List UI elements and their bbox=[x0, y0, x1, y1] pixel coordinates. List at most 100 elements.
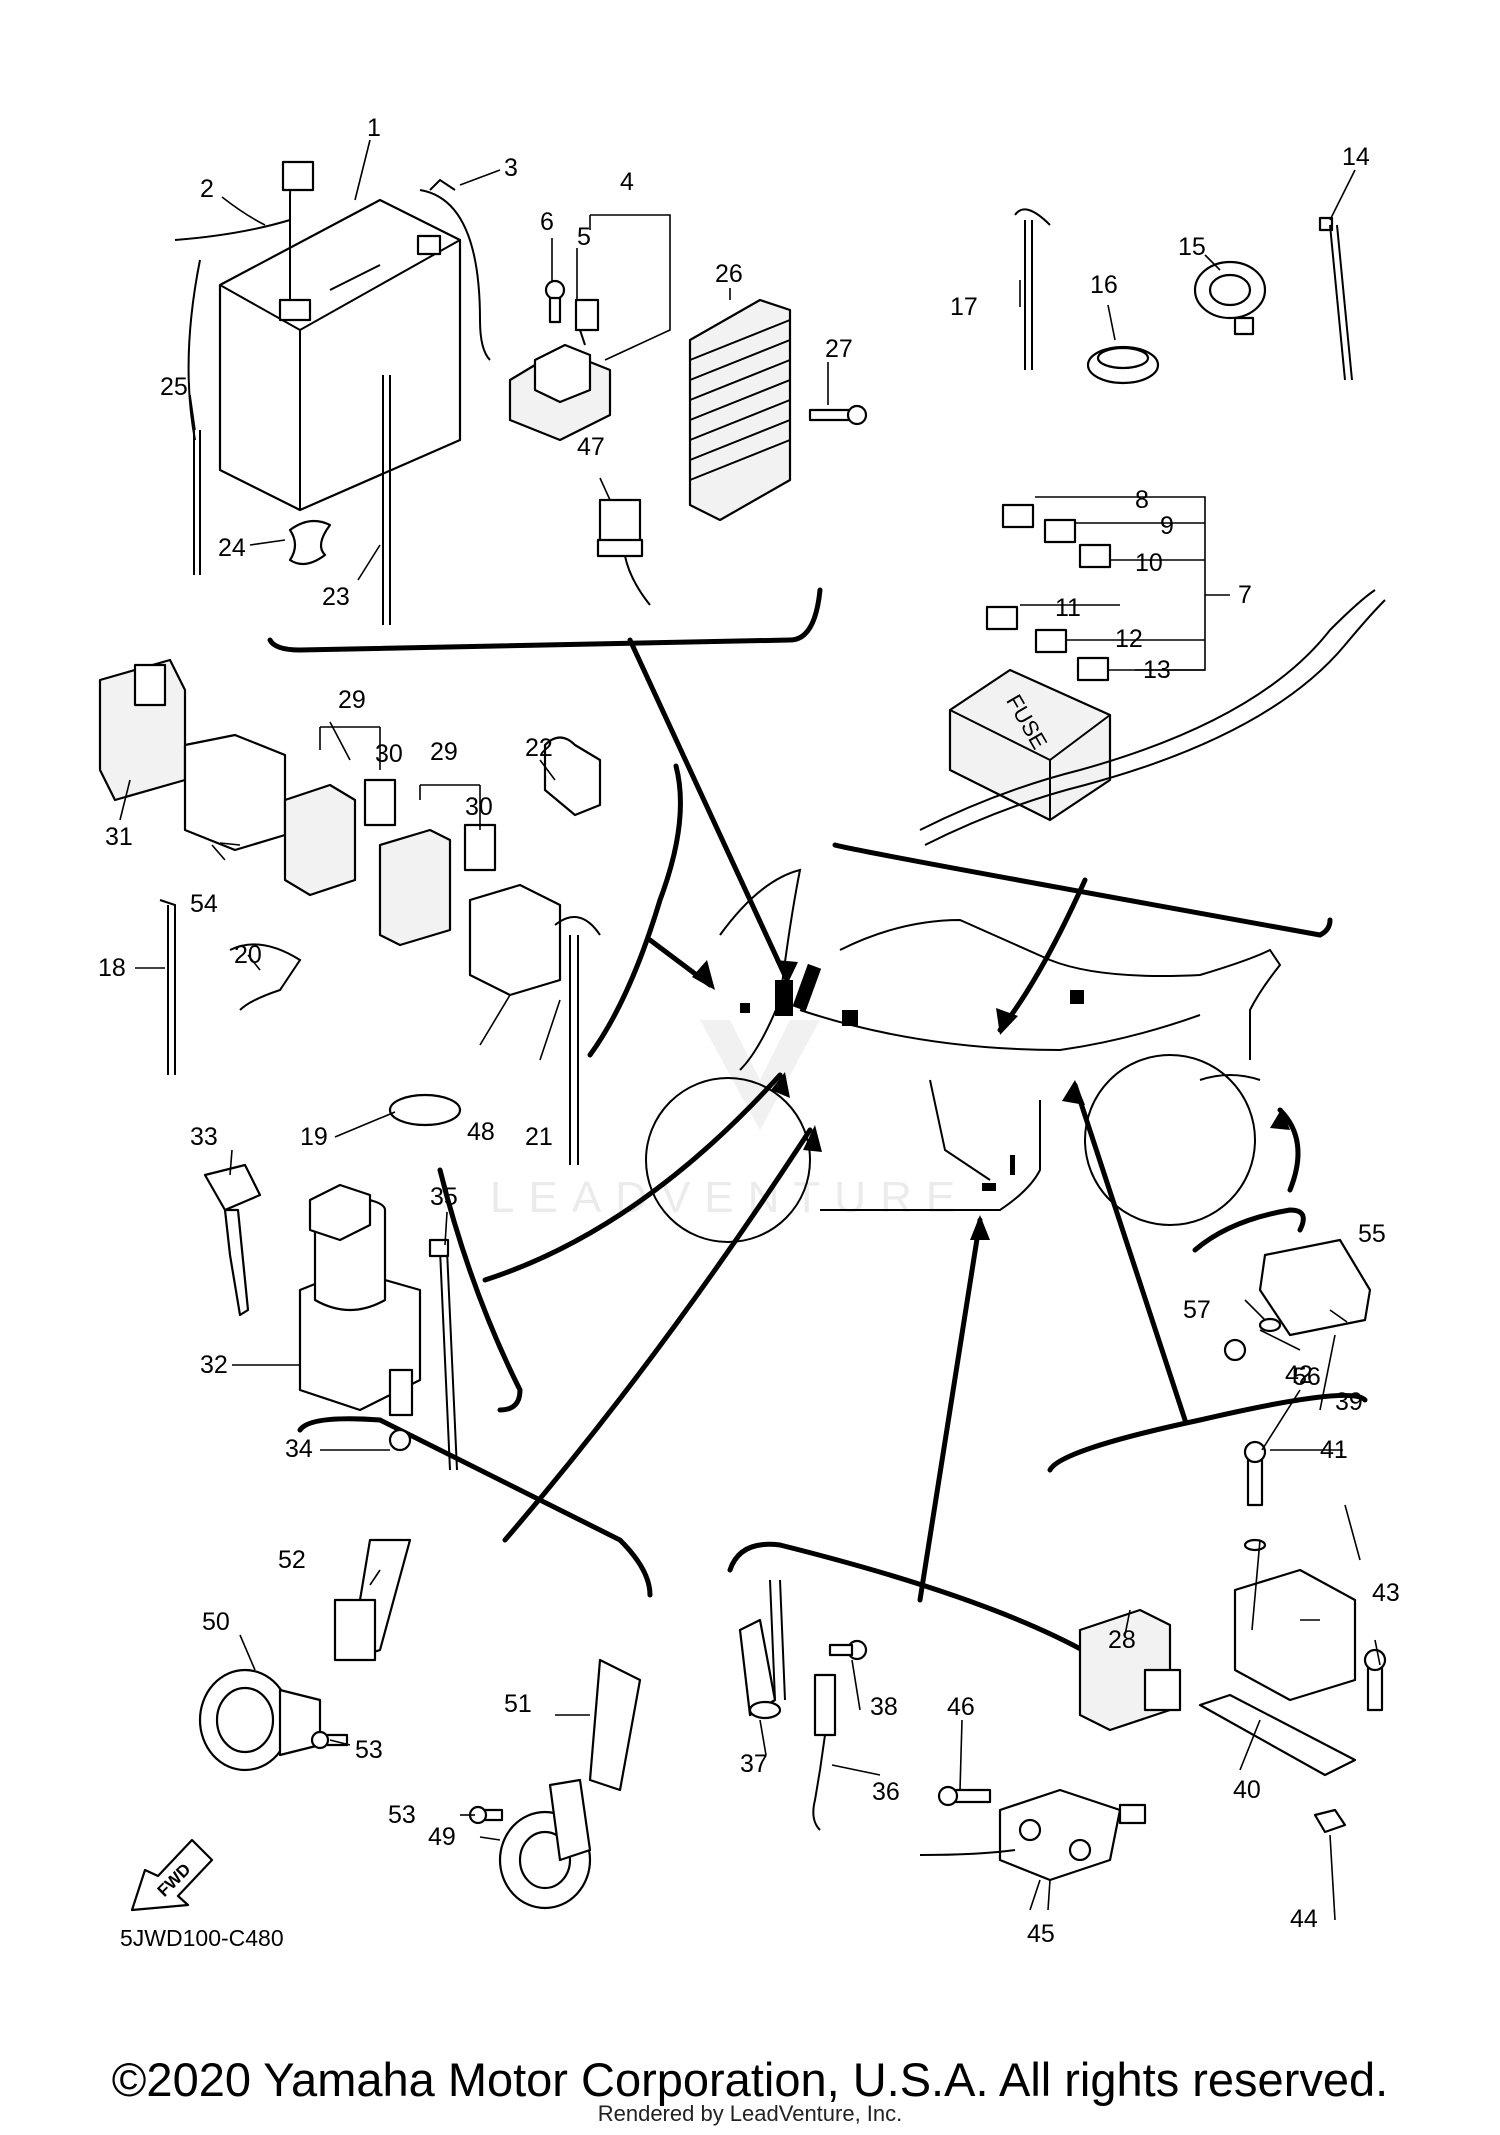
callout-45: 45 bbox=[1027, 1920, 1055, 1948]
bracket-51 bbox=[588, 1658, 642, 1792]
callout-17: 17 bbox=[950, 293, 978, 321]
battery bbox=[218, 198, 462, 512]
callout-14: 14 bbox=[1342, 143, 1370, 171]
callout-31: 31 bbox=[105, 823, 133, 851]
bracket-40 bbox=[1198, 1693, 1357, 1777]
band-strap-25 bbox=[193, 430, 201, 575]
callout-25: 25 bbox=[160, 373, 188, 401]
nut-44 bbox=[1313, 1808, 1347, 1834]
callout-22: 22 bbox=[525, 734, 553, 762]
callout-32: 32 bbox=[200, 1351, 228, 1379]
callout-26: 26 bbox=[715, 260, 743, 288]
callout-23: 23 bbox=[322, 583, 350, 611]
key-33 bbox=[203, 1163, 262, 1317]
clip-24 bbox=[288, 519, 332, 566]
callout-50: 50 bbox=[202, 1608, 230, 1636]
horn-50 bbox=[198, 1668, 322, 1772]
motorcycle-outline bbox=[645, 868, 1282, 1243]
fuse-box: FUSE bbox=[948, 668, 1112, 822]
bolts-41-43 bbox=[1243, 1440, 1387, 1712]
callout-4: 4 bbox=[620, 168, 634, 196]
band-strap-14 bbox=[1318, 216, 1353, 381]
callout-20: 20 bbox=[234, 941, 262, 969]
callout-52: 52 bbox=[278, 1546, 306, 1574]
watermark-text: LEADVENTURE bbox=[490, 1173, 969, 1222]
callout-42: 42 bbox=[1285, 1361, 1313, 1389]
rectifier-regulator bbox=[688, 298, 792, 522]
callout-7: 7 bbox=[1238, 581, 1252, 609]
callout-47: 47 bbox=[577, 433, 605, 461]
callout-33: 33 bbox=[190, 1123, 218, 1151]
fuse-leaders bbox=[1020, 496, 1230, 671]
bolts-53 bbox=[310, 1730, 504, 1825]
callout-1: 1 bbox=[367, 114, 381, 142]
callout-leaders bbox=[119, 139, 1381, 1921]
connector-47 bbox=[596, 498, 651, 606]
watermark-logo: LEADVENTURE bbox=[490, 1020, 969, 1222]
callout-3: 3 bbox=[504, 154, 518, 182]
band-strap-23 bbox=[382, 375, 391, 625]
callout-39: 39 bbox=[1335, 1388, 1363, 1416]
callout-43: 43 bbox=[1372, 1579, 1400, 1607]
callout-34: 34 bbox=[285, 1435, 313, 1463]
neutral-switch bbox=[738, 1579, 837, 1831]
callout-54: 54 bbox=[190, 890, 218, 918]
callout-44: 44 bbox=[1290, 1905, 1318, 1933]
callout-38: 38 bbox=[870, 1693, 898, 1721]
callout-55: 55 bbox=[1358, 1220, 1386, 1248]
callout-2: 2 bbox=[200, 175, 214, 203]
callout-28: 28 bbox=[1108, 1626, 1136, 1654]
relays bbox=[98, 658, 602, 997]
callout-18: 18 bbox=[98, 954, 126, 982]
bolt-27 bbox=[808, 404, 868, 426]
screw-46 bbox=[937, 1785, 992, 1807]
group-brackets bbox=[267, 587, 1368, 1663]
reflector-55 bbox=[1258, 1238, 1372, 1337]
callout-27: 27 bbox=[825, 335, 853, 363]
callout-30b: 30 bbox=[465, 793, 493, 821]
nut-56-washer-57 bbox=[1223, 1317, 1282, 1362]
wire-harness bbox=[919, 589, 1386, 846]
callout-48: 48 bbox=[467, 1118, 495, 1146]
callout-13: 13 bbox=[1143, 656, 1171, 684]
callout-57: 57 bbox=[1183, 1296, 1211, 1324]
callout-46: 46 bbox=[947, 1693, 975, 1721]
starter-relay bbox=[508, 298, 612, 442]
clamp-16 bbox=[1086, 345, 1160, 385]
bolt-6 bbox=[544, 279, 566, 324]
diagram-code: 5JWD100-C480 bbox=[120, 1925, 284, 1951]
callout-8: 8 bbox=[1135, 486, 1149, 514]
callout-30a: 30 bbox=[375, 740, 403, 768]
arrowheads bbox=[692, 960, 1290, 1240]
callout-12: 12 bbox=[1115, 625, 1143, 653]
callout-29a: 29 bbox=[338, 686, 366, 714]
bracket-52 bbox=[333, 1538, 412, 1662]
relay-clips bbox=[159, 899, 601, 1165]
callout-49: 49 bbox=[428, 1823, 456, 1851]
callout-numbers: 1 2 3 4 5 6 7 8 9 10 11 12 13 14 15 16 1… bbox=[98, 114, 1400, 1948]
band-strap-35 bbox=[428, 1238, 458, 1471]
callout-21: 21 bbox=[525, 1123, 553, 1151]
callout-53b: 53 bbox=[388, 1801, 416, 1829]
callout-9: 9 bbox=[1160, 512, 1174, 540]
callout-11: 11 bbox=[1055, 594, 1081, 622]
callout-35: 35 bbox=[430, 1183, 458, 1211]
battery-cables bbox=[174, 160, 491, 441]
callout-56: 56 bbox=[1293, 1363, 1321, 1391]
callout-19: 19 bbox=[300, 1123, 328, 1151]
sidestand-switch bbox=[919, 1788, 1147, 1882]
fwd-arrow-icon: FWD bbox=[130, 1838, 214, 1912]
callout-36: 36 bbox=[872, 1778, 900, 1806]
callout-40: 40 bbox=[1233, 1776, 1261, 1804]
relay-28 bbox=[1078, 1608, 1182, 1732]
callout-51: 51 bbox=[504, 1690, 532, 1718]
callout-16: 16 bbox=[1090, 271, 1118, 299]
callout-53a: 53 bbox=[355, 1736, 383, 1764]
callout-15: 15 bbox=[1178, 233, 1206, 261]
screw-38 bbox=[828, 1639, 868, 1661]
band-strap-17 bbox=[1014, 208, 1051, 370]
lean-sensor-39 bbox=[1233, 1568, 1357, 1702]
location-markers bbox=[740, 963, 1084, 1191]
callout-6: 6 bbox=[540, 208, 554, 236]
callout-10: 10 bbox=[1135, 549, 1163, 577]
